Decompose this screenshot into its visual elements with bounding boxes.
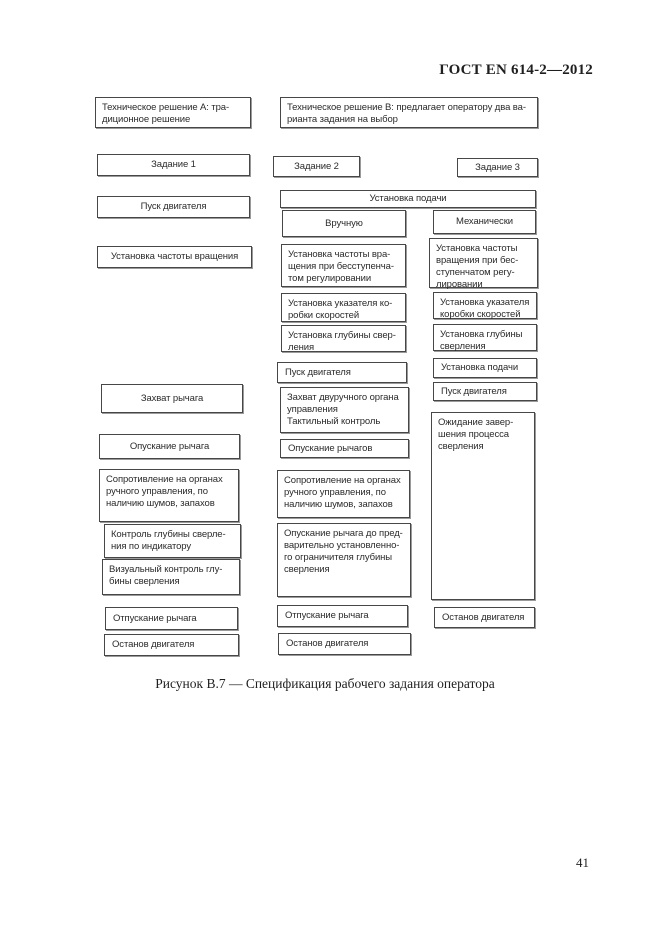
box-lever-lowering-1: Опускание рычага — [99, 434, 240, 459]
box-tech-solution-a: Техническое решение А: тра- диционное ре… — [95, 97, 251, 128]
box-drill-depth-2: Установка глубины свер- ления — [281, 325, 406, 353]
box-levers-lowering: Опускание рычагов — [280, 439, 409, 458]
box-depth-control-indicator: Контроль глубины сверле- ния по индикато… — [104, 524, 241, 558]
box-feed-setting-header: Установка подачи — [280, 190, 536, 208]
box-waiting-completion: Ожидание завер- шения процесса сверления — [431, 412, 535, 600]
box-feed-setting-3: Установка подачи — [433, 358, 537, 378]
box-drill-depth-3: Установка глубины сверления — [433, 324, 537, 352]
box-speed-setting-1: Установка частоты вращения — [97, 246, 252, 268]
box-two-hand-grip: Захват двуручного органа управления Такт… — [280, 387, 409, 433]
box-resistance-feedback-1: Сопротивление на органах ручного управле… — [99, 469, 239, 522]
box-task-2: Задание 2 — [273, 156, 360, 177]
box-speed-setting-3: Установка частоты вращения при бес- ступ… — [429, 238, 538, 290]
box-lever-release-2: Отпускание рычага — [277, 605, 408, 627]
box-mechanical: Механически — [433, 210, 536, 234]
box-task-3: Задание 3 — [457, 158, 538, 177]
box-gearbox-pointer-3: Установка указателя коробки скоростей — [433, 292, 537, 320]
page-number: 41 — [576, 855, 589, 870]
box-lever-grip: Захват рычага — [101, 384, 243, 413]
box-motor-start-2: Пуск двигателя — [277, 362, 407, 383]
box-gearbox-pointer-2: Установка указателя ко- робки скоростей — [281, 293, 406, 322]
box-motor-stop-2: Останов двигателя — [278, 633, 411, 655]
box-lever-release-1: Отпускание рычага — [105, 607, 238, 630]
figure-caption: Рисунок В.7 — Спецификация рабочего зада… — [155, 676, 495, 691]
document-header: ГОСТ EN 614-2—2012 — [439, 62, 593, 78]
box-tech-solution-b: Техническое решение В: предлагает операт… — [280, 97, 538, 128]
box-lever-lowering-to-stop: Опускание рычага до пред- варительно уст… — [277, 523, 411, 597]
box-speed-setting-2: Установка частоты вра- щения при бесступ… — [281, 244, 406, 287]
box-motor-stop-1: Останов двигателя — [104, 634, 239, 656]
box-resistance-feedback-2: Сопротивление на органах ручного управле… — [277, 470, 410, 518]
box-motor-start-1: Пуск двигателя — [97, 196, 250, 218]
box-manual: Вручную — [282, 210, 406, 237]
box-motor-stop-3: Останов двигателя — [434, 607, 535, 628]
box-visual-depth-control: Визуальный контроль глу- бины сверления — [102, 559, 240, 595]
box-task-1: Задание 1 — [97, 154, 250, 176]
box-motor-start-3: Пуск двигателя — [433, 382, 537, 401]
